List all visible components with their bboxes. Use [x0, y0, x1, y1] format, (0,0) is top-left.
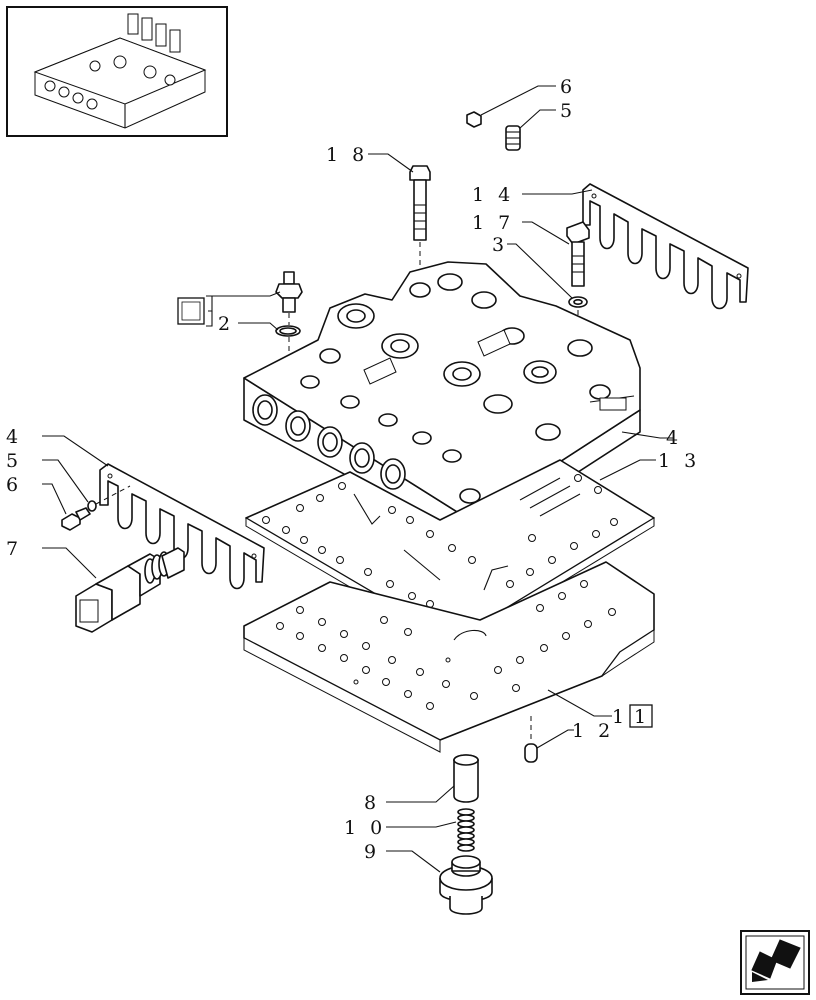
- assembly-thumbnail-icon[interactable]: [6, 6, 228, 137]
- callout-8: 8: [364, 792, 380, 814]
- part-10-spring: [457, 808, 475, 852]
- callout-3: 3: [492, 234, 508, 256]
- callout-5-top: 5: [560, 100, 576, 122]
- part-12-pin: [524, 743, 538, 763]
- callout-7: 7: [6, 538, 22, 560]
- callout-1-box: 1: [634, 706, 650, 728]
- part-1-separator-plate: [243, 561, 655, 753]
- callout-6-top: 6: [560, 76, 576, 98]
- callout-4-left: 4: [6, 426, 22, 448]
- part-6-plug: [466, 111, 482, 128]
- kit-reference-box-icon: [177, 297, 205, 325]
- part-8-piston: [453, 754, 479, 803]
- callout-12: 1 2: [572, 720, 614, 742]
- part-18-bolt: [409, 165, 431, 241]
- part-2-pressure-sensor: [275, 271, 303, 337]
- callout-4-right: 4: [666, 427, 682, 449]
- callout-17: 1 7: [472, 212, 514, 234]
- callout-18: 1 8: [326, 144, 368, 166]
- part-5-plug: [505, 125, 521, 151]
- part-7-solenoid-valve: [75, 547, 185, 633]
- callout-13: 1 3: [658, 450, 700, 472]
- callout-2: 2: [218, 313, 234, 335]
- callout-6-left: 6: [6, 474, 22, 496]
- part-9-threaded-plug: [439, 855, 493, 915]
- callout-1: 1: [612, 706, 628, 728]
- next-page-arrow-icon[interactable]: [740, 930, 810, 995]
- callout-10: 1 0: [344, 817, 386, 839]
- part-3-washer: [568, 296, 588, 308]
- part-17-bolt: [566, 221, 590, 287]
- callout-5-left: 5: [6, 450, 22, 472]
- callout-9: 9: [364, 841, 380, 863]
- part-5-washer: [87, 500, 97, 512]
- kit-reference-box: [629, 704, 653, 728]
- callout-14: 1 4: [472, 184, 514, 206]
- part-6-screw: [61, 507, 91, 531]
- part-14-gasket: [582, 183, 749, 310]
